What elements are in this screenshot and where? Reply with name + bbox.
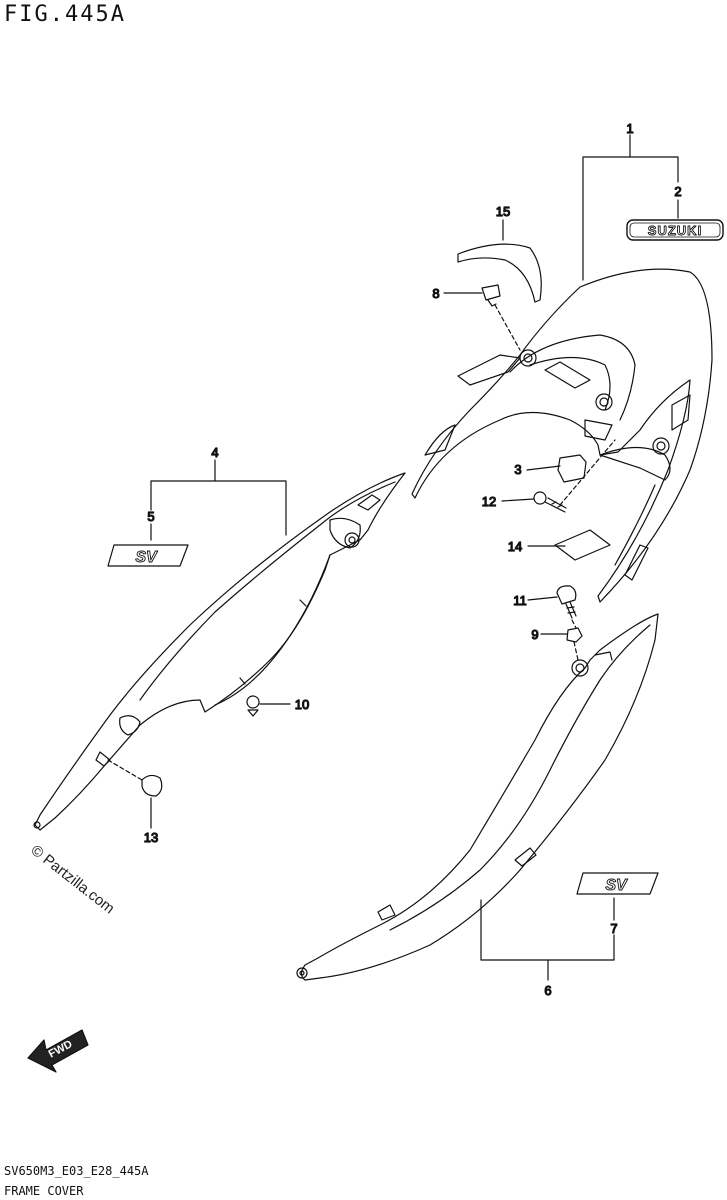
callout-7: 7 bbox=[610, 921, 617, 936]
bolt-part-8[interactable] bbox=[481, 284, 501, 307]
callout-12: 12 bbox=[482, 494, 496, 509]
callout-8: 8 bbox=[432, 286, 439, 301]
callout-leaders bbox=[150, 134, 679, 981]
figure-title: FIG.445A bbox=[4, 2, 126, 27]
suzuki-emblem[interactable]: SUZUKI bbox=[626, 219, 724, 241]
callout-numbers: 1 2 3 4 5 6 7 8 9 10 11 12 13 14 15 bbox=[143, 120, 682, 998]
callout-5: 5 bbox=[147, 509, 154, 524]
fwd-arrow: FWD bbox=[27, 1029, 89, 1073]
sv-emblem-left-text: SV bbox=[135, 549, 158, 566]
callout-15: 15 bbox=[496, 204, 510, 219]
pad-part-14[interactable] bbox=[554, 529, 611, 561]
callout-11: 11 bbox=[513, 593, 527, 608]
callout-10: 10 bbox=[295, 697, 309, 712]
bolt-part-11[interactable] bbox=[556, 585, 577, 619]
nut-part-9[interactable] bbox=[566, 627, 583, 643]
callout-9: 9 bbox=[531, 627, 538, 642]
callout-2: 2 bbox=[674, 184, 681, 199]
callout-4: 4 bbox=[211, 445, 218, 460]
tail-cowl-part[interactable] bbox=[411, 268, 713, 603]
clip-part-10[interactable] bbox=[246, 695, 260, 717]
assembly-guide-lines bbox=[107, 304, 616, 781]
model-code: SV650M3_E03_E28_445A bbox=[4, 1164, 149, 1178]
callout-14: 14 bbox=[508, 539, 522, 554]
side-cover-right-part[interactable] bbox=[296, 613, 659, 981]
side-cover-left-part[interactable] bbox=[33, 472, 406, 831]
section-name: FRAME COVER bbox=[4, 1184, 84, 1198]
callout-13: 13 bbox=[144, 830, 158, 845]
callout-3: 3 bbox=[514, 462, 521, 477]
callout-6: 6 bbox=[544, 983, 551, 998]
sv-emblem-right-text: SV bbox=[605, 877, 628, 894]
screw-part-12[interactable] bbox=[533, 491, 567, 513]
callout-1: 1 bbox=[626, 121, 633, 136]
suzuki-emblem-text: SUZUKI bbox=[648, 223, 702, 238]
grommet-part-13[interactable] bbox=[141, 774, 163, 797]
grommet-part-3[interactable] bbox=[557, 454, 587, 483]
sv-emblem-right[interactable]: SV bbox=[576, 872, 659, 895]
sv-emblem-left[interactable]: SV bbox=[107, 544, 189, 567]
partzilla-watermark: © Partzilla.com bbox=[28, 842, 118, 918]
pad-part-15[interactable] bbox=[457, 243, 542, 303]
